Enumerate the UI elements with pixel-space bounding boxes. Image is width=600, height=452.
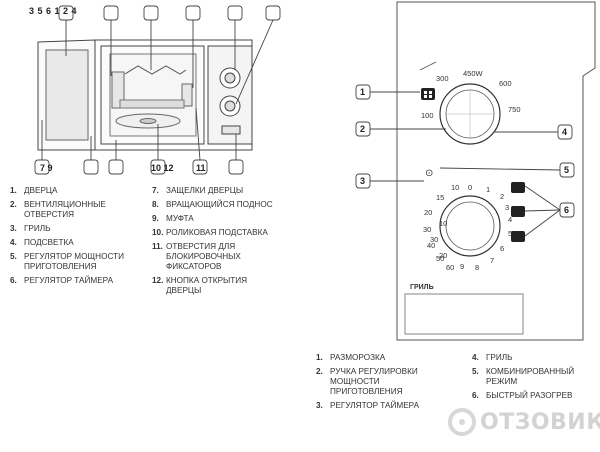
legend-item: 3.ГРИЛЬ [10, 224, 51, 233]
oven-label-11: 11 [196, 163, 206, 173]
svg-text:⊙: ⊙ [425, 168, 433, 179]
legend-item: 2.ВЕНТИЛЯЦИОННЫЕ ОТВЕРСТИЯ [10, 200, 106, 219]
oven-callouts [34, 5, 281, 175]
timer-10b: 10 [439, 219, 447, 228]
power-300: 300 [436, 74, 449, 83]
legend-item: 5.КОМБИНИРОВАННЫЙ РЕЖИМ [472, 367, 575, 386]
legend-a-col2: 7.ЗАЩЕЛКИ ДВЕРЦЫ 8.ВРАЩАЮЩИЙСЯ ПОДНОС 9.… [152, 186, 280, 300]
oven-label-10-12: 10 12 [151, 163, 174, 173]
control-panel: ⊙ [396, 1, 596, 341]
legend-item: 5.РЕГУЛЯТОР МОЩНОСТИ ПРИГОТОВЛЕНИЯ [10, 252, 124, 271]
legend-item: 8.ВРАЩАЮЩИЙСЯ ПОДНОС [152, 200, 273, 209]
legend-a-col1: 1.ДВЕРЦА 2.ВЕНТИЛЯЦИОННЫЕ ОТВЕРСТИЯ 3.ГР… [10, 186, 130, 290]
legend-item: 11.ОТВЕРСТИЯ ДЛЯ БЛОКИРОВОЧНЫХ ФИКСАТОРО… [152, 242, 241, 271]
watermark-text: ОТЗОВИК [480, 409, 600, 435]
legend-item: 3.РЕГУЛЯТОР ТАЙМЕРА [316, 401, 420, 410]
timer-15: 15 [436, 193, 444, 202]
legend-item: 7.ЗАЩЕЛКИ ДВЕРЦЫ [152, 186, 244, 195]
panel-callouts [355, 84, 575, 237]
legend-item: 1.РАЗМОРОЗКА [316, 353, 386, 362]
legend-item: 4.ГРИЛЬ [472, 353, 513, 362]
oven-diagram [37, 39, 253, 151]
panel-callout-2: 2 [360, 124, 365, 134]
legend-item: 6.РЕГУЛЯТОР ТАЙМЕРА [10, 276, 114, 285]
grill-panel [404, 293, 524, 335]
oven-label-7-9: 7 9 [40, 163, 53, 173]
legend-item: 9.МУФТА [152, 214, 194, 223]
panel-callout-3: 3 [360, 176, 365, 186]
watermark-icon [448, 408, 476, 436]
panel-callout-1: 1 [360, 87, 365, 97]
timer-30b: 30 [430, 235, 438, 244]
legend-item: 2.РУЧКА РЕГУЛИРОВКИ МОЩНОСТИ ПРИГОТОВЛЕН… [316, 367, 418, 396]
panel-callout-4: 4 [562, 127, 567, 137]
legend-b-col2: 4.ГРИЛЬ 5.КОМБИНИРОВАННЫЙ РЕЖИМ 6.БЫСТРЫ… [472, 353, 592, 405]
timer-10: 10 [451, 183, 459, 192]
timer-6: 6 [500, 244, 504, 253]
legend-item: 10.РОЛИКОВАЯ ПОДСТАВКА [152, 228, 268, 237]
header-numbers: 3 5 6 1 2 4 [29, 6, 78, 16]
timer-1: 1 [486, 185, 490, 194]
timer-2: 2 [500, 192, 504, 201]
defrost-indicator [421, 88, 435, 100]
timer-50: 50 [436, 254, 444, 263]
timer-4: 4 [508, 215, 512, 224]
legend-b-col1: 1.РАЗМОРОЗКА 2.РУЧКА РЕГУЛИРОВКИ МОЩНОСТ… [316, 353, 450, 415]
timer-7: 7 [490, 256, 494, 265]
timer-40: 40 [427, 241, 435, 250]
timer-0: 0 [468, 183, 472, 192]
legend-item: 1.ДВЕРЦА [10, 186, 58, 195]
timer-3: 3 [505, 203, 509, 212]
power-100: 100 [421, 111, 434, 120]
timer-8: 8 [475, 263, 479, 272]
timer-30: 30 [423, 225, 431, 234]
legend-item: 6.БЫСТРЫЙ РАЗОГРЕВ [472, 391, 573, 400]
panel-callout-5: 5 [564, 165, 569, 175]
power-750: 750 [508, 105, 521, 114]
timer-20: 20 [424, 208, 432, 217]
power-450: 450W [463, 69, 484, 78]
grill-label: ГРИЛЬ [410, 284, 434, 291]
timer-60: 60 [446, 263, 454, 272]
legend-item: 12.КНОПКА ОТКРЫТИЯ ДВЕРЦЫ [152, 276, 248, 295]
power-600: 600 [499, 79, 512, 88]
timer-20b: 20 [439, 251, 447, 260]
watermark-logo: ОТЗОВИК [448, 408, 600, 436]
legend-item: 4.ПОДСВЕТКА [10, 238, 74, 247]
panel-callout-6: 6 [564, 205, 569, 215]
timer-5: 5 [508, 229, 512, 238]
timer-9: 9 [460, 262, 464, 271]
